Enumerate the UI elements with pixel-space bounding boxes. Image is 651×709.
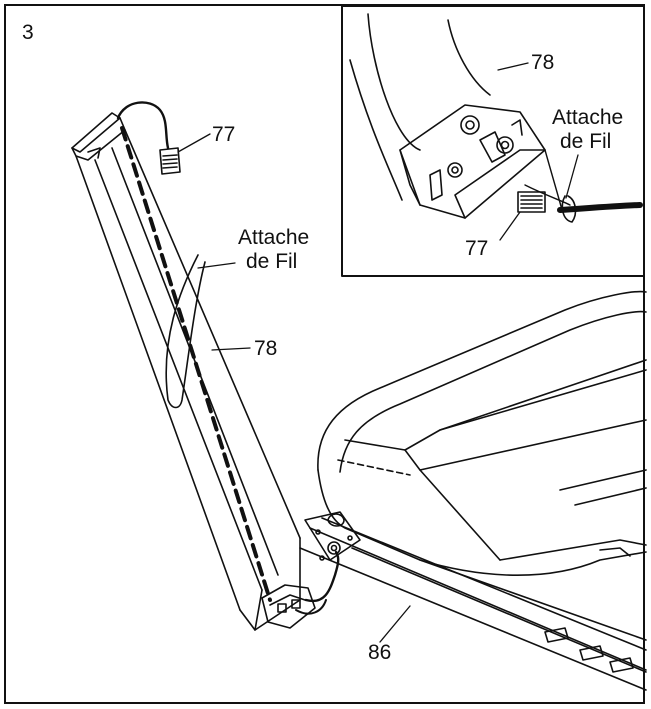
- part-label-77: 77: [212, 123, 236, 146]
- wire-harness-77: [116, 101, 181, 175]
- wire-tie-label: Attache de Fil: [238, 226, 309, 274]
- wire-tie-label-line2: de Fil: [246, 250, 298, 273]
- wire-tie-label-line1: Attache: [238, 226, 310, 249]
- diagram-frame: [4, 4, 645, 704]
- treadmill-base: [299, 290, 647, 691]
- inset-part-label-77: 77: [465, 237, 489, 260]
- upright-78: [71, 112, 340, 631]
- part-label-78: 78: [254, 337, 278, 360]
- inset-wire-tie-label-line1: Attache: [552, 106, 624, 129]
- inset-detail: [341, 5, 645, 277]
- inset-wire-tie-label-line2: de Fil: [560, 130, 612, 153]
- step-number: 3: [22, 21, 34, 44]
- inset-part-label-78: 78: [531, 51, 555, 74]
- inset-wire-tie-label: Attache de Fil: [552, 106, 623, 154]
- part-label-86: 86: [368, 641, 392, 664]
- leader-lines: [177, 133, 411, 643]
